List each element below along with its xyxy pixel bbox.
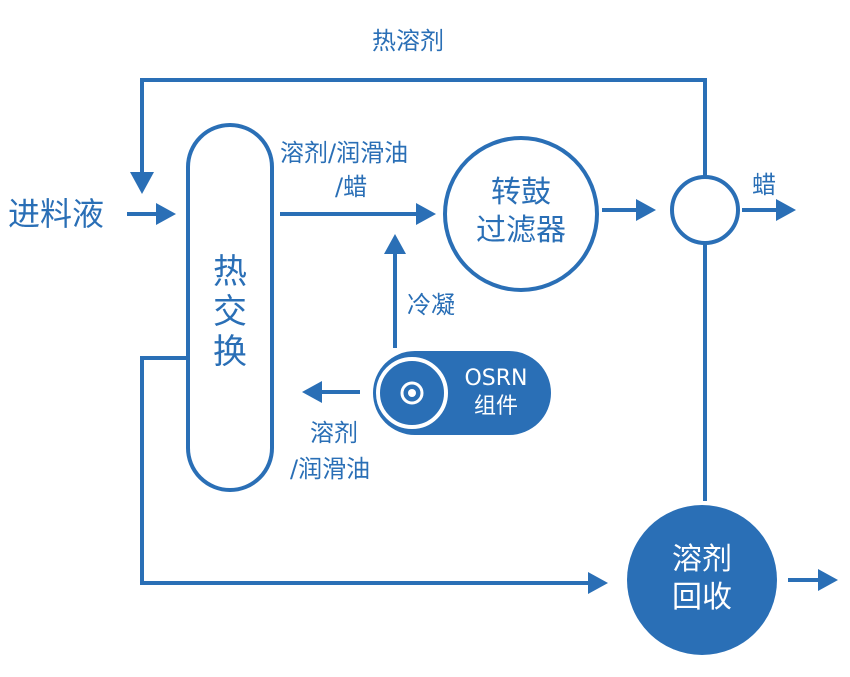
- heat-exchanger: [186, 123, 274, 492]
- hot-solvent-line: [140, 78, 707, 182]
- solvent-oil-wax-label-line2: /蜡: [335, 173, 368, 201]
- osrn-label-line1: OSRN: [464, 366, 528, 391]
- osrn-roll-ring: [400, 381, 424, 405]
- osrn-roll-core: [408, 389, 416, 397]
- condense-label: 冷凝: [407, 291, 455, 319]
- recovery-out-arrowhead: [818, 569, 838, 591]
- wax-label: 蜡: [752, 171, 776, 199]
- heat-exchange-char-3: 换: [213, 332, 247, 372]
- osrn-label-line2: 组件: [473, 394, 518, 419]
- exchanger-to-recovery-arrowhead: [588, 572, 608, 594]
- heat-exchange-char-2: 交: [213, 292, 247, 332]
- rotary-filter-label-line2: 过滤器: [476, 213, 566, 248]
- hot-solvent-arrowhead: [130, 172, 154, 194]
- solvent-recovery-label-line2: 回收: [672, 580, 732, 615]
- feed-arrowhead: [156, 203, 176, 225]
- solvent-recovery-unit: [627, 505, 777, 655]
- wax-out-arrowhead: [776, 199, 796, 221]
- heat-exchange-char-1: 热: [213, 252, 247, 292]
- separator-node: [670, 175, 740, 245]
- rotary-drum-filter: [443, 136, 599, 292]
- solvent-oil-label-line2: /润滑油: [290, 455, 371, 483]
- osrn-to-exchanger-arrowhead: [302, 381, 322, 403]
- exchanger-to-recovery-line: [140, 356, 592, 585]
- filter-to-separator-arrowhead: [636, 199, 656, 221]
- condense-arrowhead: [384, 234, 406, 254]
- solvent-oil-wax-label-line1: 溶剂/润滑油: [280, 139, 409, 167]
- solvent-oil-label-line1: 溶剂: [310, 419, 358, 447]
- rotary-filter-label-line1: 转鼓: [491, 175, 551, 210]
- feed-liquid-label: 进料液: [8, 195, 105, 233]
- heat-exchange-label: 热 交 换: [200, 252, 260, 372]
- hot-solvent-label: 热溶剂: [372, 27, 444, 55]
- solvent-recovery-label-line1: 溶剂: [672, 542, 732, 577]
- exchanger-to-filter-arrowhead: [416, 203, 436, 225]
